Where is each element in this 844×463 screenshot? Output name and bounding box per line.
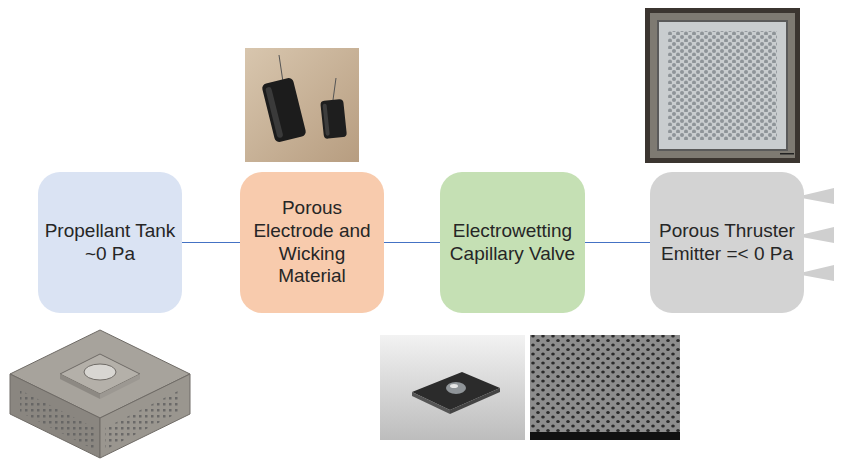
tank-model xyxy=(10,330,190,458)
connector-line xyxy=(384,242,440,243)
box-label: Electrowetting Capillary Valve xyxy=(446,220,579,266)
box-label: Porous Electrode and Wicking Material xyxy=(246,197,378,288)
connector-line xyxy=(182,242,240,243)
process-box: Propellant Tank ~0 Pa xyxy=(38,172,182,313)
connector-line xyxy=(585,242,650,243)
emitter-photo xyxy=(645,8,800,163)
process-box: Porous Thruster Emitter =< 0 Pa xyxy=(650,172,804,313)
box-label: Propellant Tank ~0 Pa xyxy=(44,220,176,266)
sem-image xyxy=(530,335,680,440)
process-box: Porous Electrode and Wicking Material xyxy=(240,172,384,313)
connector-stroke xyxy=(182,242,240,243)
connector-stroke xyxy=(585,242,650,243)
connector-stroke xyxy=(384,242,440,243)
process-box: Electrowetting Capillary Valve xyxy=(440,172,585,313)
valve-chip-photo xyxy=(380,335,525,440)
box-label: Porous Thruster Emitter =< 0 Pa xyxy=(656,220,798,266)
electrode-photo xyxy=(245,48,359,162)
